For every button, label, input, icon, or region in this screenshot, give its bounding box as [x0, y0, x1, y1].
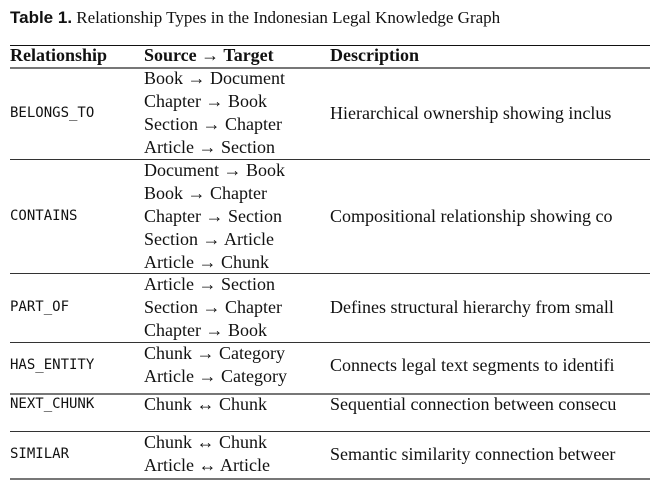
source-target-pair: Chapter → Book — [144, 91, 267, 111]
row-divider — [10, 342, 650, 343]
source-target-list: Article → Section Section → Chapter Chap… — [144, 273, 282, 342]
description: Connects legal text segments to identifi — [330, 355, 615, 375]
relationship-name: HAS_ENTITY — [10, 357, 95, 373]
table-caption: Table 1. Relationship Types in the Indon… — [10, 8, 500, 28]
source-target-pair: Section → Article — [144, 229, 274, 249]
source-target-pair: Article ↔ Article — [144, 455, 270, 475]
description: Compositional relationship showing co — [330, 206, 613, 226]
source-target-pair: Chunk ↔ Chunk — [144, 394, 268, 414]
description: Sequential connection between consecu — [330, 394, 617, 414]
source-target-pair: Section → Chapter — [144, 114, 282, 134]
source-target-pair: Article → Chunk — [144, 252, 269, 272]
source-target-pair: Document → Book — [144, 160, 285, 180]
relationship-name: PART_OF — [10, 299, 70, 315]
source-target-pair: Chapter → Section — [144, 206, 282, 226]
bottom-rule — [10, 478, 650, 480]
source-target-pair: Section → Chapter — [144, 297, 282, 317]
header-rule — [10, 67, 650, 69]
row-divider — [10, 159, 650, 160]
source-target-pair: Article → Section — [144, 274, 275, 294]
relationship-name: NEXT_CHUNK — [10, 396, 95, 412]
header-source-target: Source → Target — [144, 45, 274, 65]
row-divider — [10, 393, 650, 395]
source-target-list: Document → Book Book → Chapter Chapter →… — [144, 159, 285, 274]
source-target-pair: Book → Document — [144, 68, 285, 88]
source-target-pair: Book → Chapter — [144, 183, 267, 203]
relationship-name: SIMILAR — [10, 446, 70, 462]
source-target-list: Book → Document Chapter → Book Section →… — [144, 67, 285, 159]
table-title: Relationship Types in the Indonesian Leg… — [76, 8, 501, 27]
source-target-pair: Chunk ↔ Chunk — [144, 432, 268, 452]
source-target-list: Chunk ↔ Chunk — [144, 393, 267, 416]
source-target-list: Chunk ↔ Chunk Article ↔ Article — [144, 431, 270, 477]
row-divider — [10, 273, 650, 274]
description: Semantic similarity connection betweer — [330, 444, 616, 464]
header-relationship: Relationship — [10, 45, 108, 65]
description: Hierarchical ownership showing inclus — [330, 103, 612, 123]
top-rule — [10, 45, 650, 46]
source-target-pair: Chunk → Category — [144, 343, 285, 363]
header-description: Description — [330, 45, 419, 65]
relationship-name: CONTAINS — [10, 208, 78, 224]
table-label: Table 1. — [10, 8, 73, 27]
description: Defines structural hierarchy from small — [330, 297, 614, 317]
row-divider — [10, 431, 650, 432]
source-target-pair: Article → Section — [144, 137, 275, 157]
relationship-name: BELONGS_TO — [10, 105, 95, 121]
source-target-pair: Chapter → Book — [144, 320, 267, 340]
source-target-list: Chunk → Category Article → Category — [144, 342, 287, 388]
source-target-pair: Article → Category — [144, 366, 287, 386]
